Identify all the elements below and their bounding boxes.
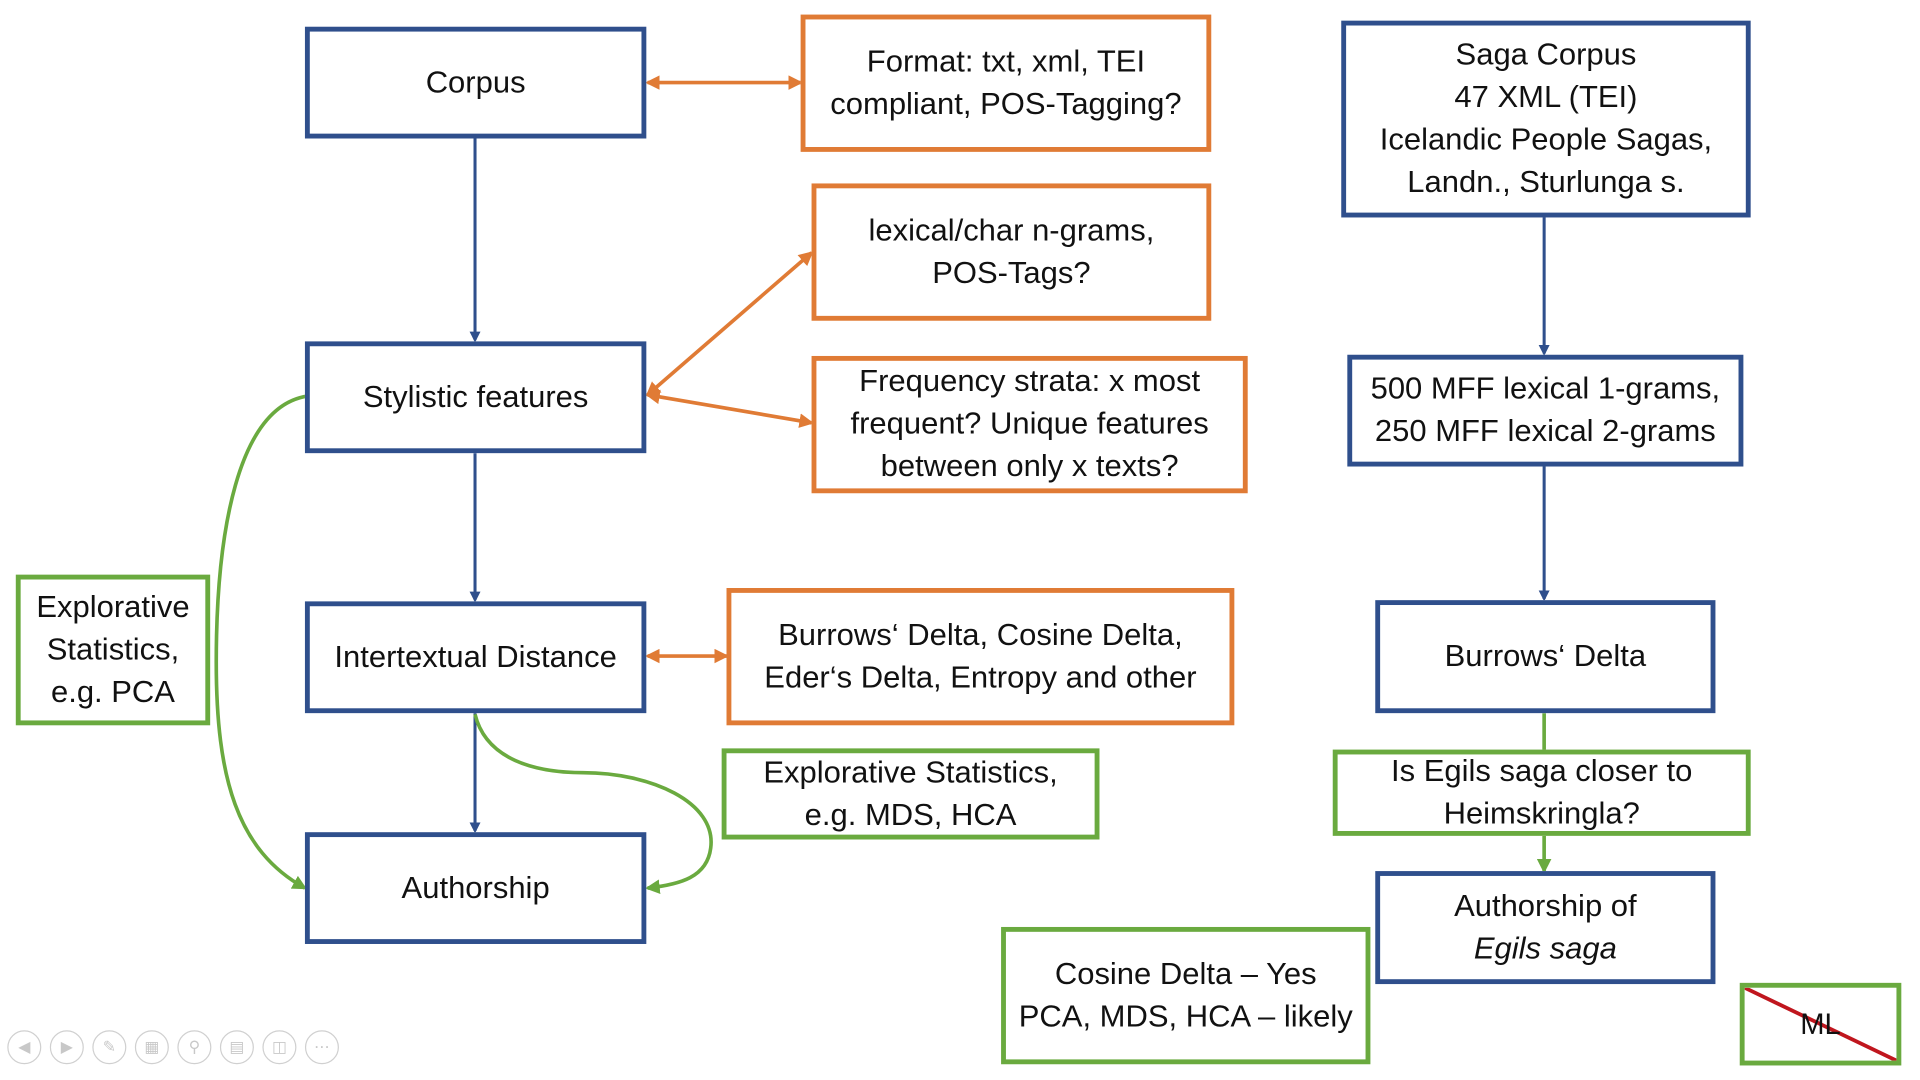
distances-note: Burrows‘ Delta, Cosine Delta, Eder‘s Del… [726,588,1235,726]
arrow-features-frequency [645,389,814,428]
corpus-box: Corpus [304,26,647,139]
format-note: Format: txt, xml, TEI compliant, POS-Tag… [800,14,1212,152]
stylistic-features-box: Stylistic features [304,341,647,454]
zoom-icon[interactable]: ⚲ [177,1030,212,1065]
strike-through-line [1744,987,1897,1061]
intertextual-distance-label: Intertextual Distance [334,639,617,674]
curve-pca [214,394,308,890]
format-line-2: compliant, POS-Tagging? [830,86,1182,121]
mff-box: 500 MFF lexical 1-grams, 250 MFF lexical… [1347,354,1744,467]
pen-icon[interactable]: ✎ [92,1030,127,1065]
saga-line-3: Icelandic People Sagas, [1379,122,1713,157]
mds-line-1: Explorative Statistics, [763,755,1058,790]
authorship-egils-box: Authorship of Egils saga [1375,871,1716,985]
curve-mds [473,713,713,894]
frequency-line-2: frequent? Unique features [850,406,1209,442]
camera-off-icon[interactable]: ◫ [262,1030,297,1065]
ml-crossed-box: ML [1739,982,1902,1066]
pca-line-1: Explorative [36,589,190,624]
subtitles-icon[interactable]: ▤ [219,1030,254,1065]
frequency-line-3: between only x texts? [880,449,1179,484]
stylistic-features-label: Stylistic features [362,379,589,414]
burrows-delta-label: Burrows‘ Delta [1444,639,1647,674]
burrows-delta-box: Burrows‘ Delta [1375,600,1716,714]
cosine-line-2: PCA, MDS, HCA – likely [1018,999,1353,1034]
distances-line-1: Burrows‘ Delta, Cosine Delta, [778,617,1183,652]
ngrams-line-2: POS-Tags? [932,255,1091,290]
question-line-2: Heimskringla? [1443,796,1640,831]
mds-line-2: e.g. MDS, HCA [804,797,1017,832]
mff-line-1: 500 MFF lexical 1-grams, [1370,371,1721,406]
saga-corpus-box: Saga Corpus 47 XML (TEI) Icelandic Peopl… [1341,20,1751,218]
saga-line-4: Landn., Sturlunga s. [1407,165,1685,200]
explorative-pca-note: Explorative Statistics, e.g. PCA [15,574,211,726]
authorship-label: Authorship [401,870,550,905]
corpus-label: Corpus [425,64,526,100]
pca-line-3: e.g. PCA [50,674,175,709]
previous-icon[interactable]: ◀ [7,1030,42,1065]
explorative-mds-note: Explorative Statistics, e.g. MDS, HCA [721,748,1100,840]
slides-icon[interactable]: ▦ [134,1030,169,1065]
egils-saga-label: Egils saga [1473,931,1617,966]
question-line-1: Is Egils saga closer to [1391,753,1693,788]
intertextual-distance-box: Intertextual Distance [304,601,647,714]
pca-line-2: Statistics, [46,632,180,667]
saga-line-2: 47 XML (TEI) [1454,80,1638,115]
frequency-note: Frequency strata: x most frequent? Uniqu… [811,355,1248,494]
distances-line-2: Eder‘s Delta, Entropy and other [764,660,1197,695]
ml-label: ML [1800,1007,1841,1041]
egils-question-note: Is Egils saga closer to Heimskringla? [1332,749,1751,836]
format-line-1: Format: txt, xml, TEI [866,44,1146,79]
more-icon[interactable]: ⋯ [304,1030,339,1065]
mff-line-2: 250 MFF lexical 2-grams [1374,414,1716,449]
next-icon[interactable]: ▶ [49,1030,84,1065]
arrow-features-ngrams [645,251,814,397]
presentation-toolbar: ◀ ▶ ✎ ▦ ⚲ ▤ ◫ ⋯ [7,1030,339,1065]
authorship-box: Authorship [304,832,647,944]
cosine-result-note: Cosine Delta – Yes PCA, MDS, HCA – likel… [1001,926,1371,1065]
cosine-line-1: Cosine Delta – Yes [1054,956,1317,991]
saga-line-1: Saga Corpus [1455,37,1637,72]
frequency-line-1: Frequency strata: x most [859,364,1201,399]
authorship-of-label: Authorship of [1454,888,1637,923]
ngrams-line-1: lexical/char n-grams, [868,213,1155,248]
ngrams-note: lexical/char n-grams, POS-Tags? [811,183,1212,321]
